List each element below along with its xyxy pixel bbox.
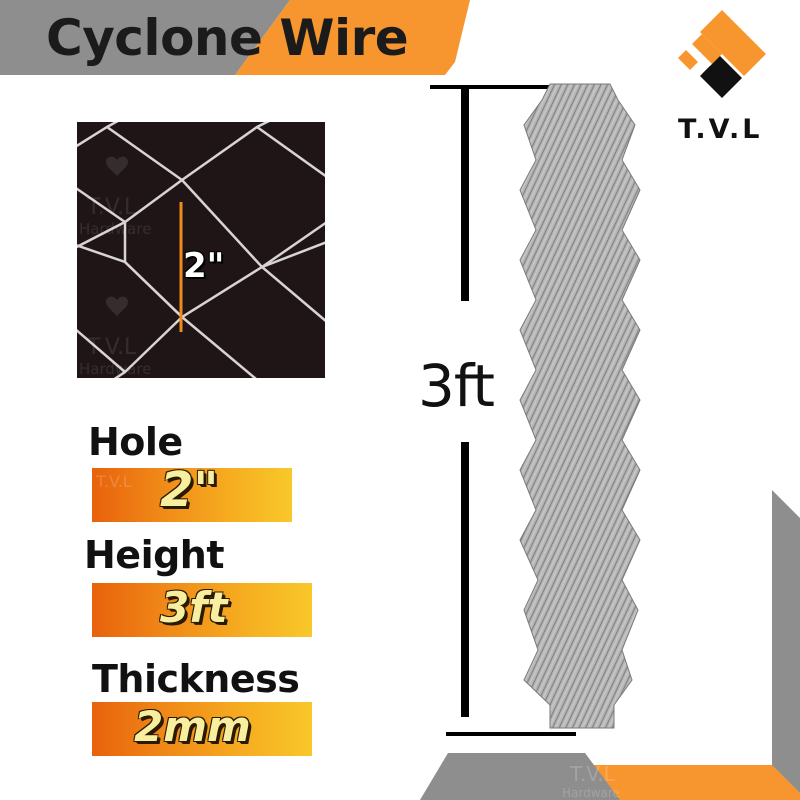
spec-bar-height <box>92 583 312 637</box>
dimension-line-lower <box>461 442 469 717</box>
dimension-label: 3ft <box>418 352 495 420</box>
spec-value-thickness: 2mm <box>134 702 251 751</box>
spec-label-hole: Hole <box>88 420 183 464</box>
spec-value-height: 3ft <box>160 583 228 632</box>
dimension-bottom-cap <box>446 732 576 736</box>
dimension-top-cap <box>430 85 560 89</box>
logo-text: T.V.L <box>678 114 763 145</box>
svg-text:Hardware: Hardware <box>79 220 151 238</box>
spec-bar-hole: T.V.L <box>92 468 292 522</box>
header-banner: Cyclone Wire <box>0 0 470 75</box>
spec-bar-thickness <box>92 702 312 756</box>
cyclone-wire-roll-image <box>519 83 641 729</box>
spec-label-thickness: Thickness <box>92 657 300 701</box>
bottom-watermark-sub: Hardware <box>562 786 620 800</box>
svg-text:Hardware: Hardware <box>79 360 151 378</box>
svg-text:T.V.L: T.V.L <box>86 195 137 220</box>
spec-watermark: T.V.L <box>96 472 132 491</box>
spec-value-hole: 2" <box>160 462 219 518</box>
svg-text:T.V.L: T.V.L <box>86 335 137 360</box>
tvl-logo-icon <box>678 10 766 98</box>
mesh-hole-label: 2" <box>183 246 225 286</box>
spec-label-height: Height <box>84 533 225 577</box>
mesh-photo: T.V.L Hardware T.V.L Hardware 2" <box>77 122 325 378</box>
bottom-watermark: T.V.L <box>570 762 615 786</box>
dimension-line-upper <box>461 89 469 301</box>
page-title: Cyclone Wire <box>46 9 409 67</box>
